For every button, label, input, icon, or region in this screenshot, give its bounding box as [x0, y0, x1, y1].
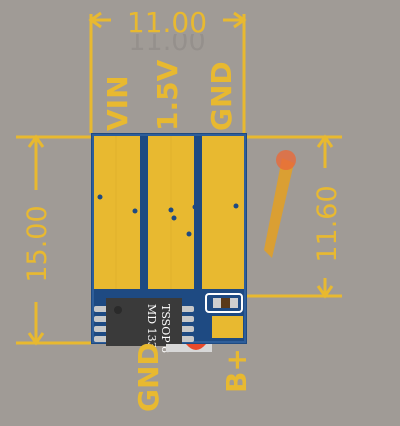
via — [97, 194, 103, 200]
right-dim-text-bg — [312, 168, 340, 278]
top-dimension-value: 11.00 — [127, 6, 207, 39]
via — [186, 231, 192, 237]
ic-pin — [94, 306, 108, 312]
origin-marker-dot — [276, 150, 296, 170]
pad-label-vin: VIN — [101, 75, 134, 131]
right-dim-arrow-bottom — [316, 285, 334, 299]
via — [168, 207, 174, 213]
pad-label-1v5: 1.5V — [151, 59, 184, 131]
right-dim-arrow-top — [316, 134, 334, 148]
pad-bplus — [212, 316, 243, 338]
left-dim-arrow-bottom — [27, 332, 45, 346]
top-dim-arrow-right — [233, 11, 247, 29]
pcb-board: TSSOP 8 MD 133 — [91, 133, 247, 353]
capacitor-body — [221, 298, 230, 308]
pad-label-gnd-top: GND — [205, 61, 238, 131]
bottom-component — [166, 344, 212, 352]
ic-pin — [180, 316, 194, 322]
via — [132, 208, 138, 214]
pad-label-bplus: B+ — [220, 348, 253, 393]
ic-pin — [94, 316, 108, 322]
capacitor — [205, 293, 243, 313]
bottom-component-marker — [186, 344, 206, 350]
pad-gnd — [202, 136, 244, 289]
ic-body — [106, 298, 182, 346]
left-dim-arrow-top — [27, 134, 45, 148]
origin-marker — [264, 150, 296, 258]
ic-pin — [94, 326, 108, 332]
origin-marker-wedge — [264, 158, 294, 258]
top-dim-text-bg — [111, 8, 223, 34]
via — [192, 204, 198, 210]
ic-pin — [180, 326, 194, 332]
pad-label-gnd-bottom: GND — [132, 342, 165, 412]
ic-pin — [180, 306, 194, 312]
left-dim-text-bg — [22, 190, 50, 302]
via — [171, 215, 177, 221]
capacitor-outline — [205, 293, 243, 313]
via — [233, 203, 239, 209]
right-dimension: 11.60 — [247, 134, 343, 299]
left-dimension: 15.00 — [16, 134, 91, 346]
ic-pin — [180, 336, 194, 342]
ic-pin1-marker — [114, 306, 122, 314]
top-dimension: 11.00 11.00 — [88, 6, 247, 133]
ic-pin — [94, 336, 108, 342]
ic-silkscreen-marking: MD 133 — [145, 304, 158, 349]
via — [194, 145, 200, 151]
right-dimension-value: 11.60 — [312, 185, 343, 262]
top-dim-arrow-left — [88, 11, 102, 29]
capacitor-terminal — [230, 298, 238, 308]
left-dimension-value: 15.00 — [22, 205, 53, 282]
capacitor-terminal — [213, 298, 221, 308]
ic-tssop8: TSSOP 8 MD 133 — [94, 298, 194, 353]
pad-vin — [94, 136, 140, 289]
ic-silkscreen-package: TSSOP 8 — [159, 304, 172, 353]
